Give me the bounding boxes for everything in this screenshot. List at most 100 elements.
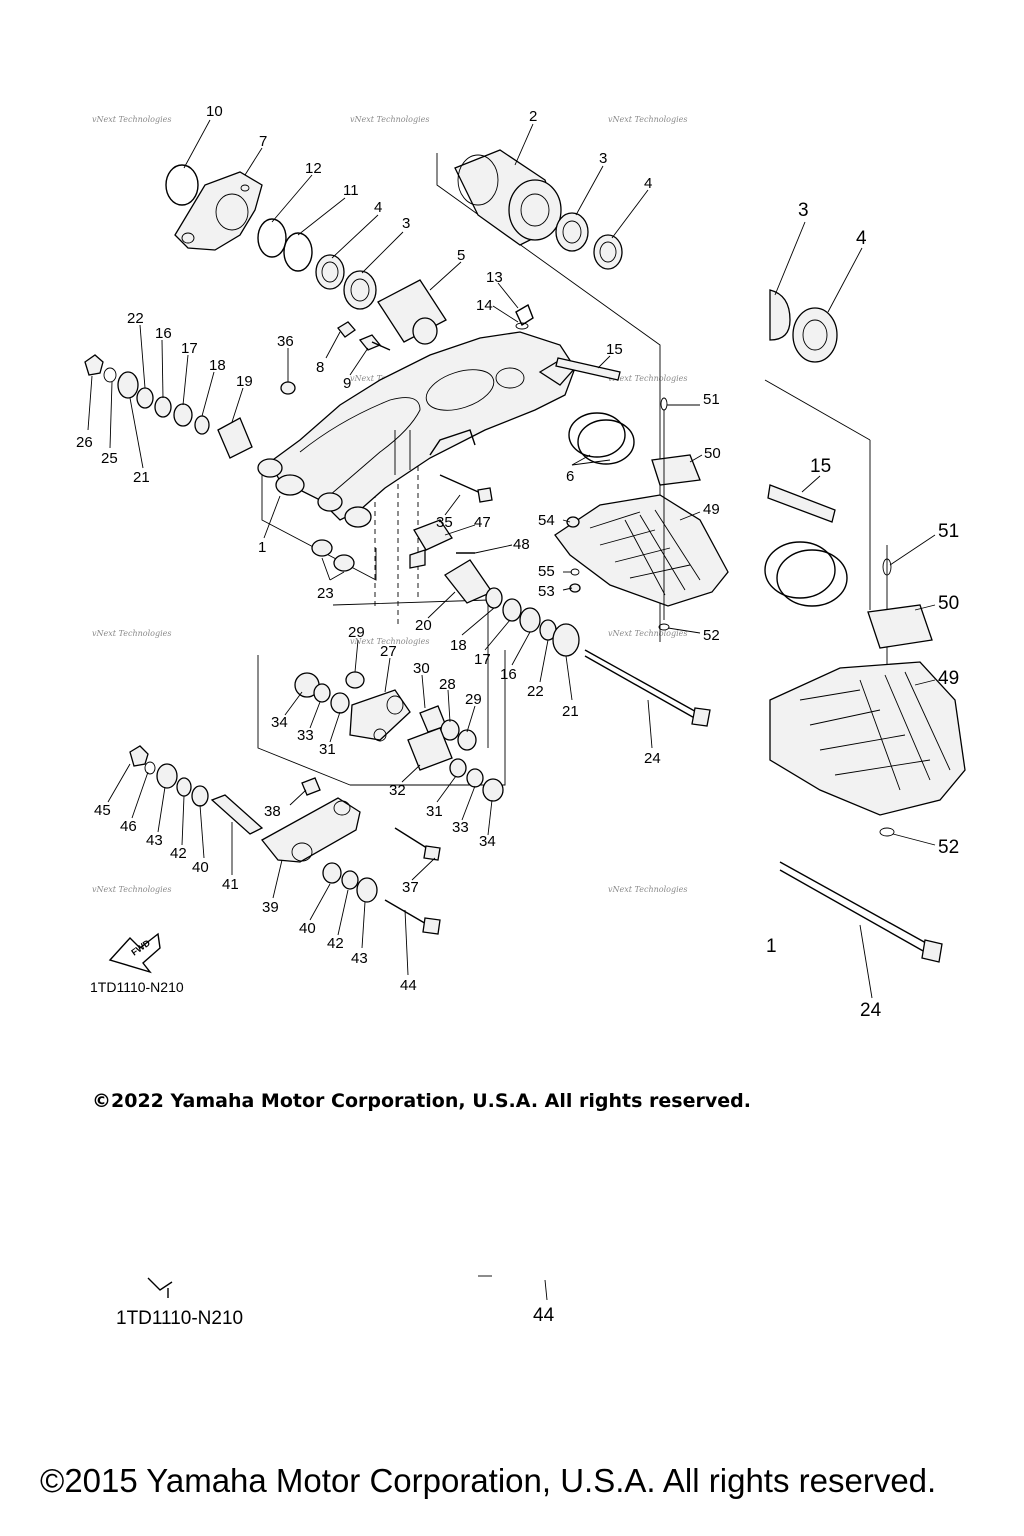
callout-15: 15 <box>606 341 623 358</box>
pivot-left-stack <box>84 354 493 572</box>
callout-27: 27 <box>380 643 397 660</box>
callout-36: 36 <box>277 333 294 350</box>
callout-22: 22 <box>127 310 144 327</box>
callout-1: 1 <box>258 539 266 556</box>
callout-4: 4 <box>644 175 652 192</box>
leader-lines <box>87 119 936 1301</box>
callout-31: 31 <box>319 741 336 758</box>
callout-39: 39 <box>262 899 279 916</box>
callout-2: 2 <box>529 108 537 125</box>
callout-55: 55 <box>538 563 555 580</box>
callout-6: 6 <box>566 468 574 485</box>
callout-38: 38 <box>264 803 281 820</box>
callout-17: 17 <box>181 340 198 357</box>
callout-23: 23 <box>317 585 334 602</box>
inset-callout-labels: 3 4 15 51 50 49 52 1 24 <box>766 200 959 1021</box>
callout-34: 34 <box>271 714 288 731</box>
watermark: vNext Technologies <box>608 885 687 894</box>
callout-52: 52 <box>703 627 720 644</box>
callout-24: 24 <box>644 750 661 767</box>
callout-37: 37 <box>402 879 419 896</box>
callout-49: 49 <box>703 501 720 518</box>
inset-view <box>764 289 966 963</box>
callout-20: 20 <box>415 617 432 634</box>
callout-9: 9 <box>343 375 351 392</box>
watermark: vNext Technologies <box>350 637 429 646</box>
callout-35: 35 <box>436 514 453 531</box>
callout-28: 28 <box>439 676 456 693</box>
inset-callout-51: 51 <box>938 521 959 542</box>
callout-44: 44 <box>400 977 417 994</box>
callout-22: 22 <box>527 683 544 700</box>
callout-26: 26 <box>76 434 93 451</box>
relay-linkage <box>129 671 504 935</box>
callout-labels: 10 7 12 11 4 3 2 3 4 5 13 14 15 22 16 17… <box>76 103 721 994</box>
callout-11: 11 <box>343 182 359 199</box>
inset-callout-49: 49 <box>938 668 959 689</box>
callout-7: 7 <box>259 133 267 150</box>
callout-21: 21 <box>562 703 579 720</box>
callout-34: 34 <box>479 833 496 850</box>
callout-30: 30 <box>413 660 430 677</box>
callout-41: 41 <box>222 876 239 893</box>
callout-18: 18 <box>450 637 467 654</box>
lower-callout-44: 44 <box>533 1305 555 1326</box>
inset-callout-1: 1 <box>766 936 777 957</box>
callout-25: 25 <box>101 450 118 467</box>
callout-5: 5 <box>457 247 465 264</box>
callout-43: 43 <box>146 832 163 849</box>
watermark: vNext Technologies <box>92 629 171 638</box>
callout-48: 48 <box>513 536 530 553</box>
callout-50: 50 <box>704 445 721 462</box>
inset-callout-15: 15 <box>810 456 831 477</box>
watermark: vNext Technologies <box>608 629 687 638</box>
callout-33: 33 <box>297 727 314 744</box>
callout-45: 45 <box>94 802 111 819</box>
callout-40: 40 <box>299 920 316 937</box>
callout-46: 46 <box>120 818 137 835</box>
fwd-arrow-icon: FWD <box>108 932 161 974</box>
axle-hub-parts <box>165 149 635 465</box>
watermark: vNext Technologies <box>350 115 429 124</box>
chain-guard-main <box>554 397 729 631</box>
copyright-2022: ©2022 Yamaha Motor Corporation, U.S.A. A… <box>92 1090 751 1112</box>
callout-29: 29 <box>348 624 365 641</box>
callout-47: 47 <box>474 514 491 531</box>
diagram-code: 1TD1110-N210 <box>90 979 184 995</box>
callout-3: 3 <box>599 150 607 167</box>
callout-8: 8 <box>316 359 324 376</box>
callout-18: 18 <box>209 357 226 374</box>
callout-32: 32 <box>389 782 406 799</box>
swingarm-body <box>257 331 577 528</box>
inset-callout-24: 24 <box>860 1000 882 1021</box>
lower-fragment: 1TD1110-N210 44 <box>116 1275 555 1329</box>
callout-31: 31 <box>426 803 443 820</box>
inset-callout-3: 3 <box>798 200 809 221</box>
callout-29: 29 <box>465 691 482 708</box>
callout-16: 16 <box>500 666 517 683</box>
callout-12: 12 <box>305 160 322 177</box>
callout-21: 21 <box>133 469 150 486</box>
callout-33: 33 <box>452 819 469 836</box>
callout-40: 40 <box>192 859 209 876</box>
inset-callout-50: 50 <box>938 593 959 614</box>
callout-10: 10 <box>206 103 223 120</box>
callout-51: 51 <box>703 391 720 408</box>
callout-42: 42 <box>327 935 344 952</box>
callout-17: 17 <box>474 651 491 668</box>
callout-53: 53 <box>538 583 555 600</box>
callout-43: 43 <box>351 950 368 967</box>
callout-3: 3 <box>402 215 410 232</box>
watermark: vNext Technologies <box>608 374 687 383</box>
callout-54: 54 <box>538 512 555 529</box>
copyright-2015: ©2015 Yamaha Motor Corporation, U.S.A. A… <box>40 1462 937 1499</box>
callout-42: 42 <box>170 845 187 862</box>
watermark: vNext Technologies <box>92 115 171 124</box>
diagram-code-lower: 1TD1110-N210 <box>116 1308 243 1329</box>
callout-13: 13 <box>486 269 503 286</box>
callout-14: 14 <box>476 297 493 314</box>
callout-4: 4 <box>374 199 382 216</box>
watermark: vNext Technologies <box>92 885 171 894</box>
inset-callout-52: 52 <box>938 837 959 858</box>
